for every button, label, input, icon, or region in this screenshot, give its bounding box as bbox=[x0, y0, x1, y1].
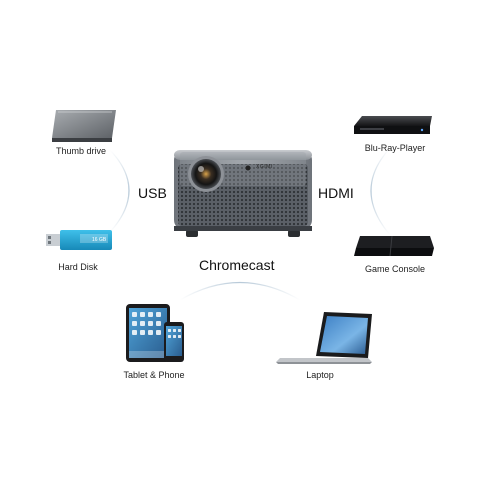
laptop-icon bbox=[276, 312, 372, 364]
thumb-drive-device bbox=[50, 108, 120, 148]
bluray-player-icon bbox=[354, 116, 432, 134]
tablet-phone-device bbox=[124, 302, 186, 366]
hdmi-arc bbox=[370, 147, 391, 236]
hdmi-label: HDMI bbox=[318, 185, 354, 201]
usb-arc bbox=[109, 149, 130, 233]
hard-disk-label: Hard Disk bbox=[58, 262, 98, 272]
thumb-drive-label: Thumb drive bbox=[55, 146, 107, 156]
tablet-phone-label: Tablet & Phone bbox=[123, 370, 185, 380]
projector-icon bbox=[174, 150, 312, 237]
projector: XGIMI bbox=[168, 142, 318, 242]
chromecast-label: Chromecast bbox=[199, 257, 275, 273]
game-console-icon bbox=[354, 235, 434, 257]
svg-text:16 GB: 16 GB bbox=[92, 237, 107, 243]
laptop-device bbox=[276, 308, 376, 368]
chromecast-arc bbox=[179, 281, 301, 301]
usb-label: USB bbox=[138, 185, 167, 201]
external-drive-icon bbox=[52, 110, 116, 142]
usb-stick-icon: 16 GB bbox=[46, 230, 112, 250]
tablet-phone-icon bbox=[126, 304, 184, 362]
bluray-label: Blu-Ray-Player bbox=[364, 143, 426, 153]
projector-brand: XGIMI bbox=[256, 164, 273, 170]
game-console-device bbox=[352, 232, 436, 262]
game-console-label: Game Console bbox=[364, 264, 426, 274]
laptop-label: Laptop bbox=[306, 370, 334, 380]
hard-disk-device: 16 GB bbox=[44, 226, 116, 256]
bluray-device bbox=[352, 112, 436, 142]
